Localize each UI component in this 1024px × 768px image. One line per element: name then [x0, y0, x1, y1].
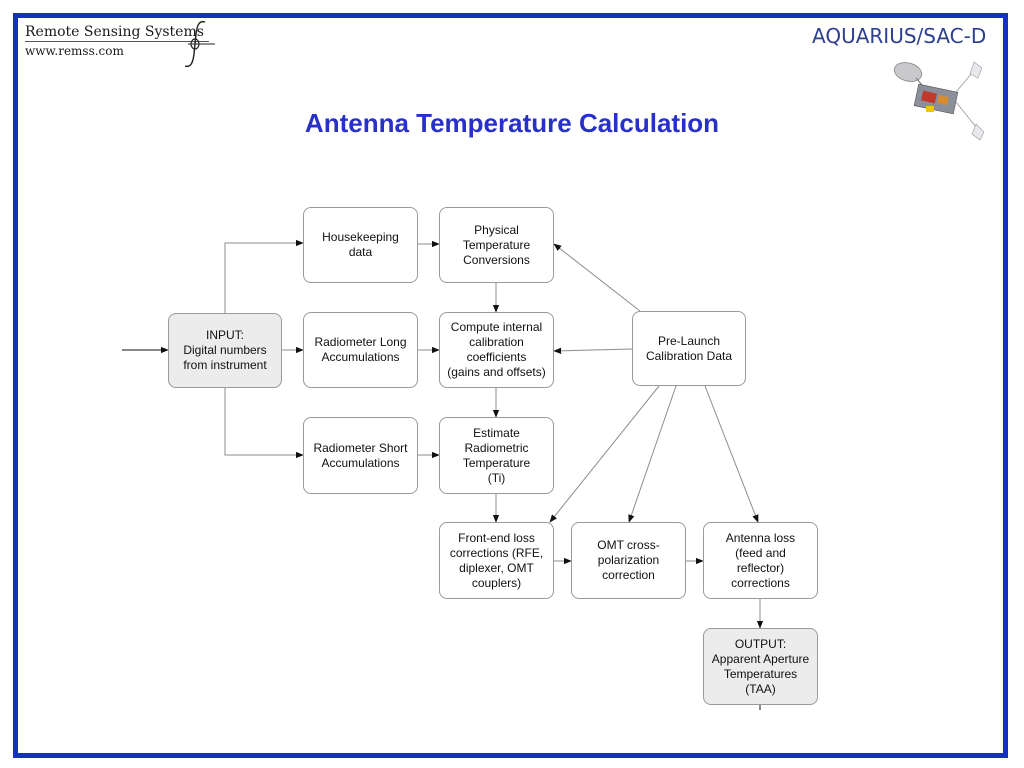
radiometer-long-box: Radiometer Long Accumulations: [303, 312, 418, 388]
logo-rule: [25, 41, 209, 42]
antenna-loss-box: Antenna loss (feed and reflector) correc…: [703, 522, 818, 599]
input-box: INPUT: Digital numbers from instrument: [168, 313, 282, 388]
edge-prelaunch-antenna: [704, 385, 759, 523]
edge-input-housekeeping: [224, 239, 304, 313]
mission-logo: AQUARIUS/SAC-D: [812, 24, 987, 48]
physical-temperature-box: Physical Temperature Conversions: [439, 207, 554, 283]
radiometer-short-box: Radiometer Short Accumulations: [303, 417, 418, 494]
prelaunch-calibration-box-label: Pre-Launch Calibration Data: [645, 333, 733, 363]
integral-icon: [184, 20, 215, 68]
compute-calibration-box-label: Compute internal calibration coefficient…: [447, 320, 546, 379]
housekeeping-box: Housekeeping data: [303, 207, 418, 283]
physical-temperature-box-label: Physical Temperature Conversions: [462, 222, 531, 267]
page-title: Antenna Temperature Calculation: [304, 108, 720, 138]
omt-correction-box-label: OMT cross- polarization correction: [597, 538, 660, 582]
compute-calibration-box: Compute internal calibration coefficient…: [439, 312, 554, 388]
satellite-illustration: [893, 61, 985, 141]
org-url: www.remss.com: [25, 44, 124, 58]
prelaunch-calibration-box: Pre-Launch Calibration Data: [632, 311, 746, 386]
housekeeping-box-label: Housekeeping data: [322, 230, 399, 259]
omt-correction-box: OMT cross- polarization correction: [571, 522, 686, 599]
estimate-radiometric-box-label: Estimate Radiometric Temperature (Ti): [462, 425, 531, 485]
antenna-loss-box-label: Antenna loss (feed and reflector) correc…: [725, 530, 796, 590]
edge-prelaunch-omt: [628, 385, 677, 523]
estimate-radiometric-box: Estimate Radiometric Temperature (Ti): [439, 417, 554, 494]
radiometer-short-box-label: Radiometer Short Accumulations: [313, 440, 408, 470]
edge-prelaunch-frontend: [549, 385, 660, 523]
edge-prelaunch-compute: [553, 347, 633, 355]
radiometer-long-box-label: Radiometer Long Accumulations: [314, 335, 407, 364]
edge-prelaunch-phystemp: [553, 243, 641, 312]
output-box-label: OUTPUT: Apparent Aperture Temperatures (…: [711, 636, 810, 696]
input-box-label: INPUT: Digital numbers from instrument: [183, 328, 267, 372]
output-box: OUTPUT: Apparent Aperture Temperatures (…: [703, 628, 818, 705]
frontend-loss-box-label: Front-end loss corrections (RFE, diplexe…: [449, 530, 544, 590]
org-name: Remote Sensing Systems: [25, 24, 204, 40]
edge-input-radshort: [224, 388, 304, 459]
frontend-loss-box: Front-end loss corrections (RFE, diplexe…: [439, 522, 554, 599]
